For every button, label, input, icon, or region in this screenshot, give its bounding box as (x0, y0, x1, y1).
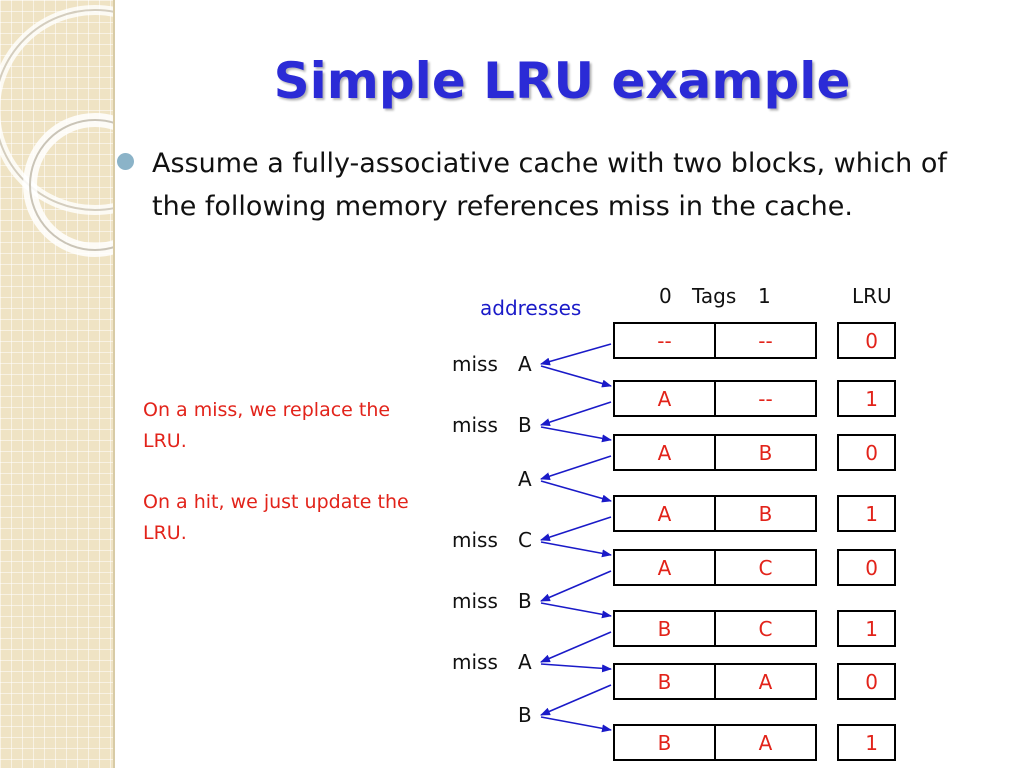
transition-arrow (540, 343, 612, 366)
tag1-cell: -- (714, 380, 817, 417)
transition-arrow (540, 401, 612, 426)
miss-label: miss (452, 589, 498, 613)
lru-cell: 0 (837, 663, 896, 700)
tag0-cell: B (613, 724, 716, 761)
transition-arrow (540, 455, 612, 480)
address-label: C (518, 528, 532, 552)
tag0-cell: -- (613, 322, 716, 359)
miss-label: miss (452, 352, 498, 376)
transition-arrow (540, 541, 612, 558)
address-label: B (518, 413, 532, 437)
tag0-cell: A (613, 434, 716, 471)
bullet-icon (117, 153, 134, 170)
miss-label: miss (452, 650, 498, 674)
address-label: A (518, 467, 532, 491)
address-label: B (518, 703, 532, 727)
address-label: A (518, 650, 532, 674)
slide-title: Simple LRU example (273, 52, 851, 110)
tags-header: Tags (692, 284, 737, 308)
tag1-cell: B (714, 434, 817, 471)
lru-cell: 1 (837, 380, 896, 417)
miss-label: miss (452, 413, 498, 437)
tag0-cell: A (613, 549, 716, 586)
transition-arrow (540, 426, 612, 443)
bullet-text: Assume a fully-associative cache with tw… (152, 148, 947, 222)
lru-cell: 0 (837, 434, 896, 471)
tag1-cell: -- (714, 322, 817, 359)
lru-cell: 0 (837, 549, 896, 586)
address-label: B (518, 589, 532, 613)
transition-arrow (540, 480, 612, 503)
transition-arrow (540, 570, 612, 602)
tag1-cell: B (714, 495, 817, 532)
lru-cell: 1 (837, 495, 896, 532)
tag1-cell: A (714, 724, 817, 761)
lru-header: LRU (852, 284, 892, 308)
transition-arrow (540, 602, 612, 619)
tag1-cell: C (714, 610, 817, 647)
transition-arrow (540, 663, 612, 673)
tag1-cell: C (714, 549, 817, 586)
tag0-cell: B (613, 663, 716, 700)
transition-arrow (540, 716, 612, 733)
hit-note: On a hit, we just update the LRU. (143, 491, 409, 544)
tag1-cell: A (714, 663, 817, 700)
sidebar-divider (113, 0, 115, 768)
decorative-rings (0, 5, 115, 257)
tag0-cell: A (613, 380, 716, 417)
transition-arrow (540, 684, 612, 716)
tag0-cell: B (613, 610, 716, 647)
addresses-header: addresses (480, 296, 582, 320)
transition-arrow (540, 631, 612, 663)
decorative-sidebar (0, 0, 115, 768)
tag-col1-header: 1 (758, 284, 771, 308)
transition-arrow (540, 365, 612, 388)
transition-arrow (540, 516, 612, 541)
miss-note: On a miss, we replace the LRU. (143, 399, 391, 452)
tag0-cell: A (613, 495, 716, 532)
lru-cell: 1 (837, 724, 896, 761)
address-label: A (518, 352, 532, 376)
lru-cell: 1 (837, 610, 896, 647)
miss-label: miss (452, 528, 498, 552)
tag-col0-header: 0 (659, 284, 672, 308)
lru-cell: 0 (837, 322, 896, 359)
